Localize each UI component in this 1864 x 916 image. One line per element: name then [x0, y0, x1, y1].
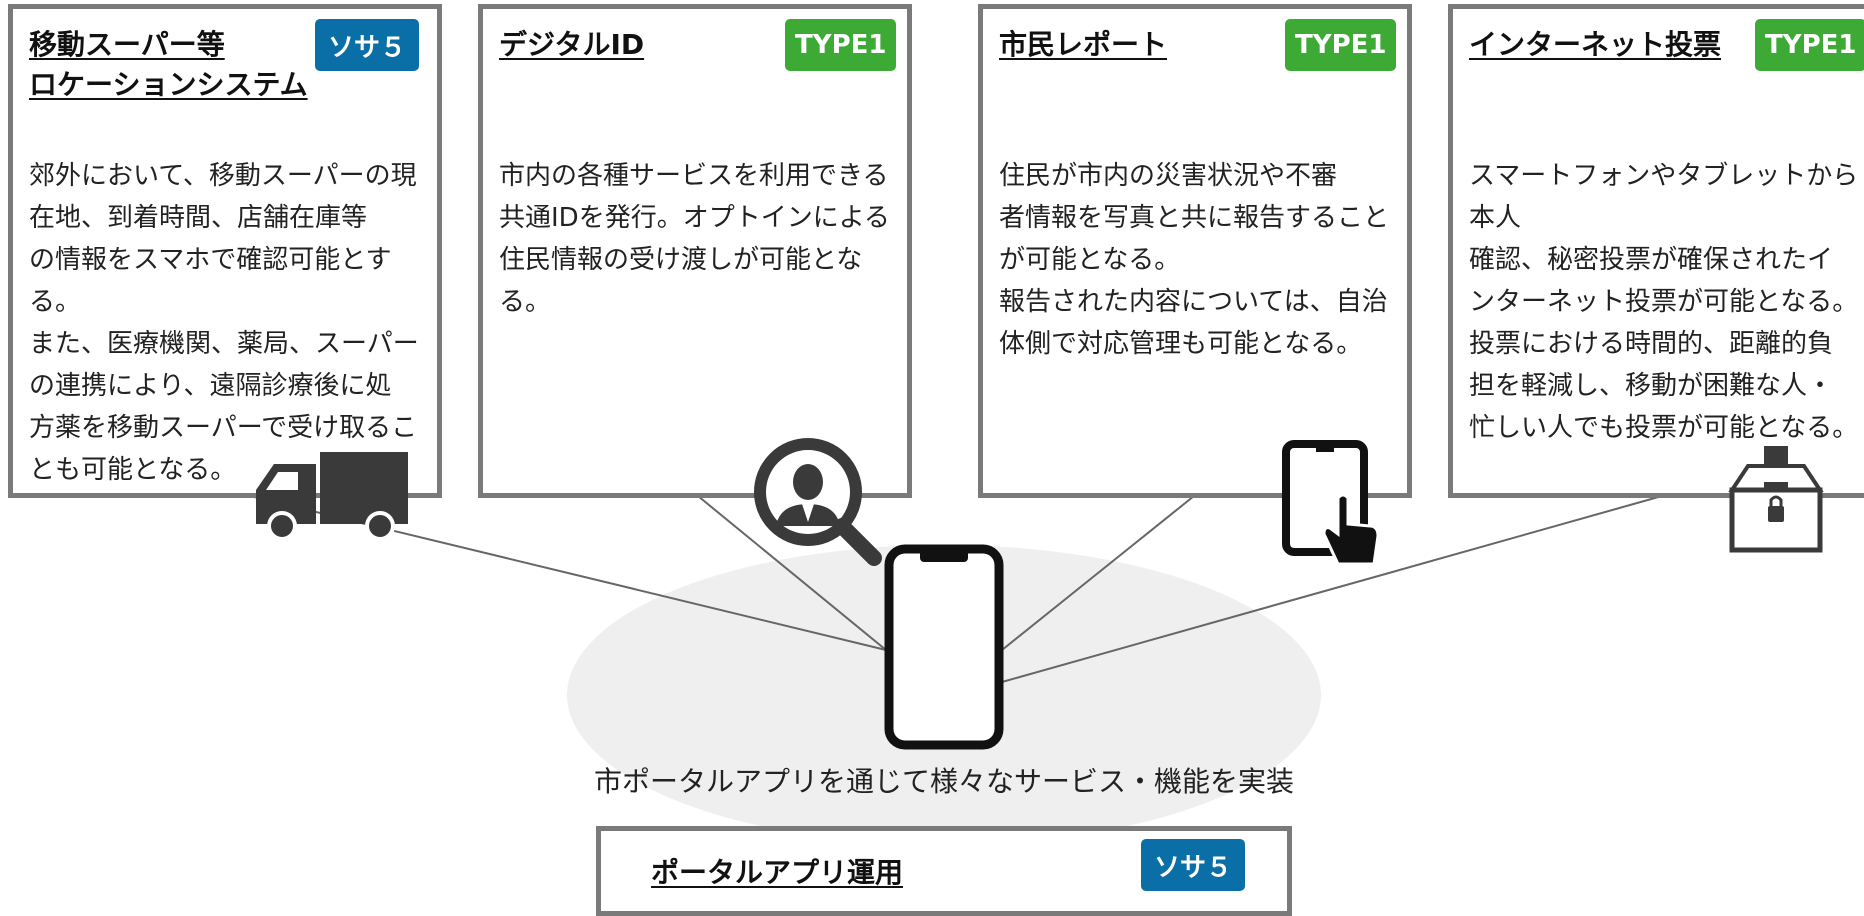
truck-icon	[256, 452, 408, 540]
card-title: 移動スーパー等 ロケーションシステム	[29, 28, 308, 101]
card-digital-id: デジタルID TYPE1 市内の各種サービスを利用できる 共通IDを発行。オプト…	[478, 4, 912, 498]
card-description: 住民が市内の災害状況や不審 者情報を写真と共に報告すること が可能となる。 報告…	[999, 161, 1390, 359]
tablet-touch-icon	[1282, 440, 1380, 566]
category-badge: ソサ５	[1141, 839, 1245, 891]
card-internet-voting: インターネット投票 TYPE1 スマートフォンやタブレットから本人 確認、秘密投…	[1448, 4, 1864, 498]
card-title: インターネット投票	[1469, 28, 1722, 61]
ballot-box-icon	[1728, 446, 1824, 553]
center-caption: 市ポータルアプリを通じて様々なサービス・機能を実装	[593, 765, 1294, 798]
connector-line	[697, 495, 887, 651]
smartphone-icon	[884, 544, 1004, 750]
category-badge: TYPE1	[785, 19, 897, 71]
card-mobile-supermarket: 移動スーパー等 ロケーションシステム ソサ５ 郊外において、移動スーパーの現 在…	[8, 4, 442, 498]
card-title: デジタルID	[499, 28, 645, 61]
category-badge: TYPE1	[1755, 19, 1864, 71]
card-description: スマートフォンやタブレットから本人 確認、秘密投票が確保されたイ ンターネット投…	[1469, 161, 1859, 443]
magnifier-person-icon	[754, 438, 882, 566]
card-citizen-report: 市民レポート TYPE1 住民が市内の災害状況や不審 者情報を写真と共に報告する…	[978, 4, 1412, 498]
category-badge: ソサ５	[315, 19, 419, 71]
card-description: 郊外において、移動スーパーの現 在地、到着時間、店舗在庫等 の情報をスマホで確認…	[29, 161, 419, 485]
category-badge: TYPE1	[1285, 19, 1397, 71]
connector-line	[1001, 495, 1195, 651]
card-portal-app: ポータルアプリ運用 ソサ５	[596, 826, 1292, 916]
card-title: ポータルアプリ運用	[651, 856, 904, 889]
card-description: 市内の各種サービスを利用できる 共通IDを発行。オプトインによる 住民情報の受け…	[499, 161, 890, 317]
card-title: 市民レポート	[999, 28, 1168, 61]
connector-line	[1001, 495, 1663, 683]
